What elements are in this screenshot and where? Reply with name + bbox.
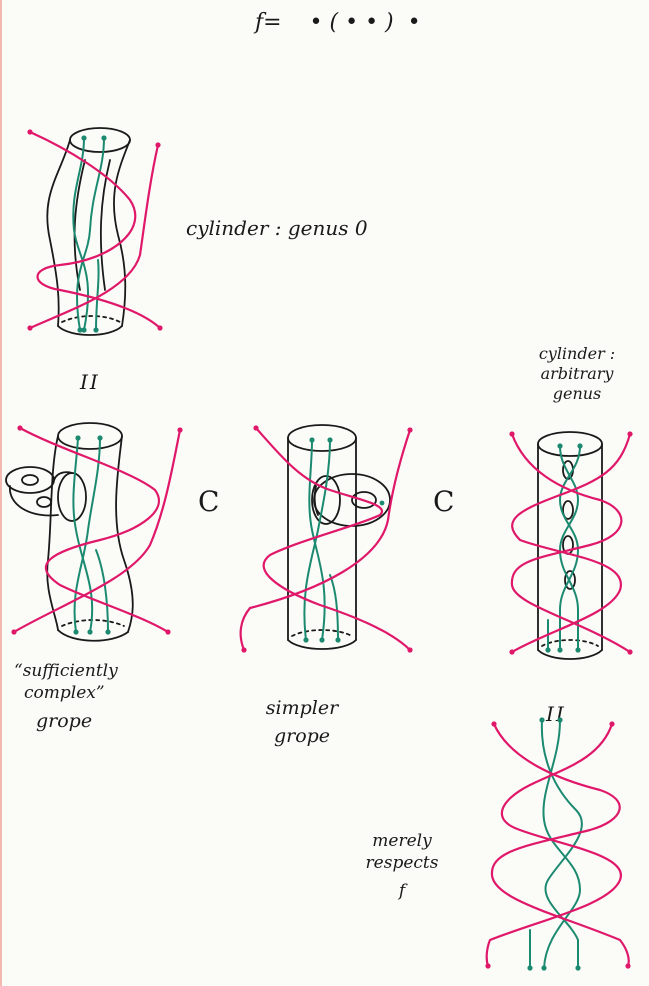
- label-cyl-arb-line3: genus: [552, 384, 602, 403]
- label-merely-line1: merely: [372, 831, 432, 851]
- complex-grope-figure: [5, 422, 183, 642]
- label-simpler-line2: grope: [273, 725, 331, 747]
- label-simpler-grope: simpler grope: [252, 694, 352, 750]
- label-cylinder-arbitrary: cylinder : arbitrary genus: [522, 344, 632, 404]
- label-complex-grope: “sufficiently complex” grope: [14, 660, 118, 732]
- label-cylinder-genus: cylinder : genus 0: [186, 216, 368, 240]
- equals-sign-top: II: [80, 370, 100, 394]
- braid-figure: [485, 717, 631, 971]
- label-cyl-arb-line2: arbitrary: [540, 364, 614, 383]
- formula-header: f= • ( • • ) •: [255, 10, 421, 35]
- label-cyl-arb-line1: cylinder :: [538, 344, 616, 363]
- cylinder-genus0-figure: [27, 127, 163, 336]
- label-merely-line3: f: [398, 881, 406, 901]
- label-simpler-line1: simpler: [265, 697, 339, 719]
- subset-symbol-2: C: [433, 485, 455, 518]
- label-merely-respects: merely respects f: [352, 830, 452, 902]
- label-merely-line2: respects: [365, 853, 439, 873]
- label-complex-line2: complex”: [24, 683, 105, 703]
- label-complex-line3: grope: [36, 710, 93, 732]
- label-complex-line1: “sufficiently: [14, 661, 118, 681]
- simpler-grope-figure: [239, 424, 413, 653]
- page-margin-line: [0, 0, 2, 986]
- cylinder-arbitrary-genus-figure: [509, 431, 633, 660]
- subset-symbol-1: C: [198, 485, 220, 518]
